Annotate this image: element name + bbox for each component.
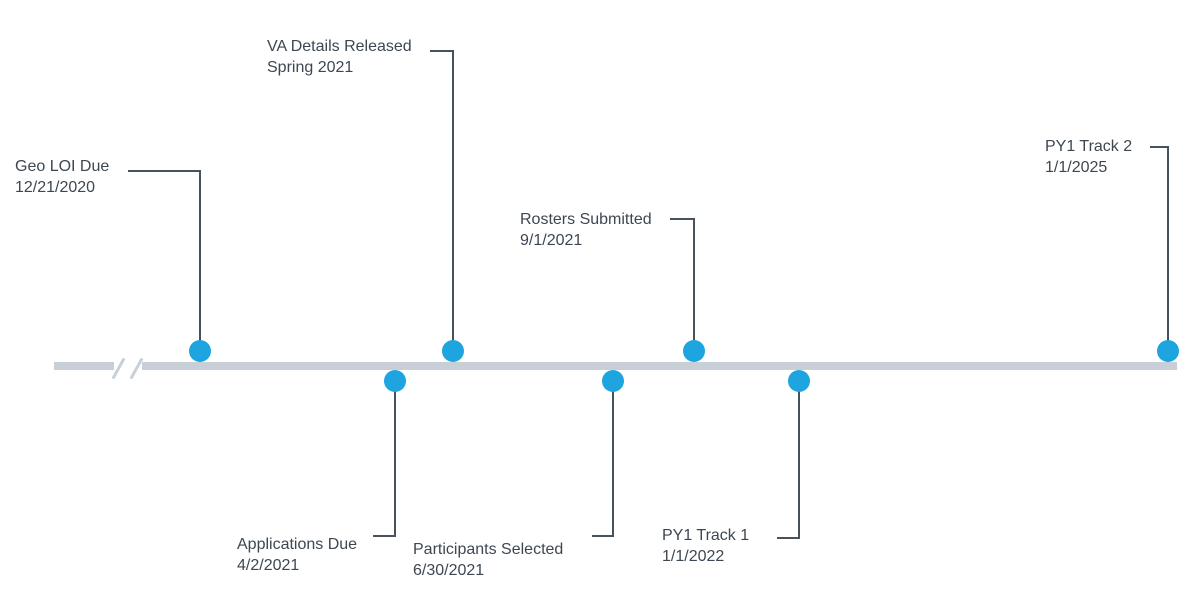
connector-vertical [612, 381, 614, 537]
connector-horizontal [592, 535, 614, 537]
connector-vertical [798, 381, 800, 539]
event-title: Rosters Submitted [520, 211, 652, 228]
event-title: PY1 Track 2 [1045, 138, 1133, 155]
event-title: Participants Selected [413, 541, 564, 558]
event-title: Applications Due [237, 536, 358, 553]
event-label: PY1 Track 2 1/1/2025 [1045, 136, 1132, 178]
event-label: Participants Selected 6/30/2021 [413, 539, 563, 581]
event-label: Geo LOI Due 12/21/2020 [15, 156, 109, 198]
event-date: 6/30/2021 [413, 562, 485, 579]
connector-horizontal [670, 218, 695, 220]
event-date: 1/1/2025 [1045, 159, 1108, 176]
connector-vertical [394, 381, 396, 537]
event-title: PY1 Track 1 [662, 527, 750, 544]
connector-horizontal [430, 50, 454, 52]
connector-vertical [452, 50, 454, 351]
event-dot [788, 370, 810, 392]
event-title: VA Details Released [267, 38, 412, 55]
event-title: Geo LOI Due [15, 158, 110, 175]
event-dot [602, 370, 624, 392]
event-date: 1/1/2022 [662, 548, 725, 565]
event-label: VA Details Released Spring 2021 [267, 36, 412, 78]
event-dot [683, 340, 705, 362]
connector-horizontal [777, 537, 800, 539]
event-dot [1157, 340, 1179, 362]
event-date: 12/21/2020 [15, 179, 96, 196]
event-label: PY1 Track 1 1/1/2022 [662, 525, 749, 567]
connector-vertical [1167, 146, 1169, 351]
event-label: Rosters Submitted 9/1/2021 [520, 209, 652, 251]
event-label: Applications Due 4/2/2021 [237, 534, 357, 576]
event-dot [384, 370, 406, 392]
connector-vertical [693, 218, 695, 351]
connector-horizontal [373, 535, 396, 537]
event-dot [189, 340, 211, 362]
connector-horizontal [1150, 146, 1169, 148]
event-dot [442, 340, 464, 362]
timeline-line [54, 362, 1177, 370]
connector-horizontal [128, 170, 201, 172]
connector-vertical [199, 170, 201, 351]
event-date: 9/1/2021 [520, 232, 583, 249]
event-date: 4/2/2021 [237, 557, 300, 574]
event-date: Spring 2021 [267, 59, 354, 76]
